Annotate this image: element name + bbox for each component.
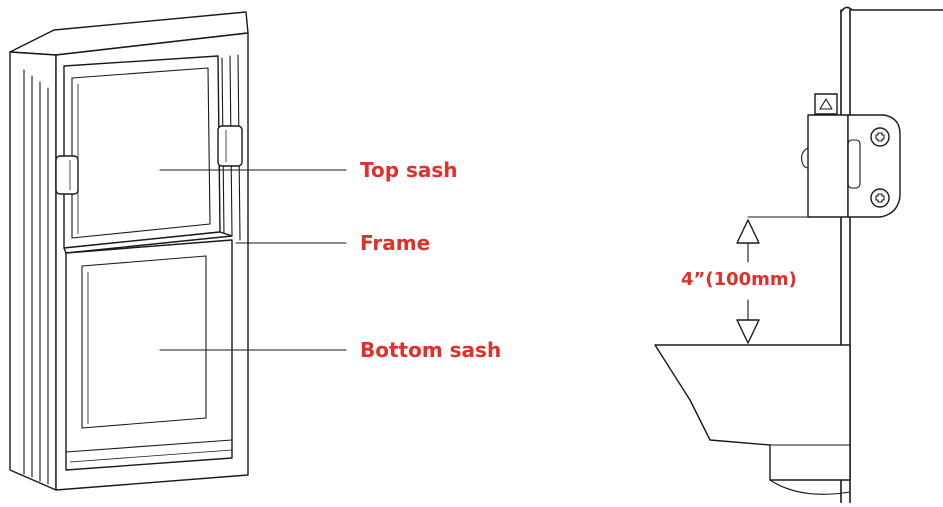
right-tilt-latch bbox=[217, 125, 243, 167]
left-tilt-latch bbox=[55, 155, 79, 195]
double-arrow-icon bbox=[736, 219, 760, 344]
label-top-sash: Top sash bbox=[360, 158, 458, 182]
bottom-sash-glass bbox=[81, 255, 207, 429]
bottom-rail-line bbox=[69, 449, 233, 463]
bottom-sash bbox=[65, 239, 233, 471]
bracket-slot bbox=[847, 139, 861, 189]
latch-knob bbox=[801, 147, 809, 169]
latch-body bbox=[807, 114, 849, 218]
lock-button bbox=[814, 93, 838, 115]
label-dimension: 4”(100mm) bbox=[681, 269, 797, 290]
bottom-rail-line bbox=[65, 439, 233, 453]
top-sash bbox=[63, 55, 221, 249]
frame-side-face bbox=[9, 51, 57, 491]
sill-curve bbox=[769, 479, 851, 495]
meeting-rail bbox=[63, 231, 233, 254]
label-frame: Frame bbox=[360, 231, 431, 255]
latch-detail-illustration bbox=[654, 6, 943, 504]
sash-top-edge bbox=[840, 6, 943, 13]
window-illustration bbox=[9, 11, 249, 491]
phillips-screw-icon bbox=[870, 188, 890, 208]
label-bottom-sash: Bottom sash bbox=[360, 338, 502, 362]
phillips-screw-icon bbox=[870, 127, 890, 147]
window-sill bbox=[654, 344, 851, 481]
triangle-up-icon bbox=[819, 98, 833, 110]
